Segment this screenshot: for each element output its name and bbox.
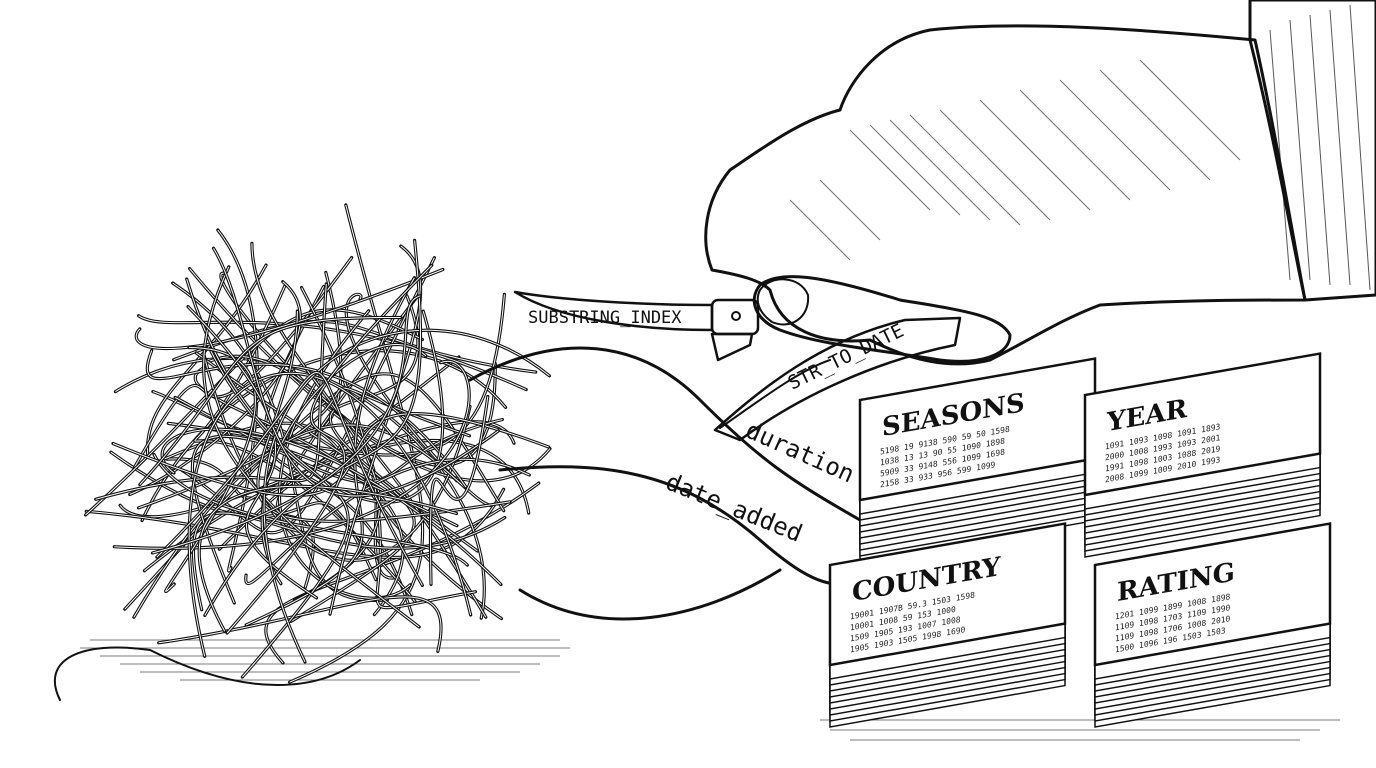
hand-icon (704, 0, 1376, 366)
string-strand-highlight (213, 247, 499, 497)
date-added-strand (53, 465, 902, 701)
strand-label-date-added: date_added (662, 468, 806, 548)
string-strand-highlight (198, 485, 457, 632)
string-strand-highlight (165, 347, 256, 592)
string-strand-highlight (261, 344, 427, 584)
string-strand-highlight (245, 458, 530, 584)
string-strand-highlight (265, 482, 540, 664)
string-strand-highlight (301, 287, 476, 609)
string-strand-highlight (194, 366, 404, 615)
string-strand-highlight (161, 428, 502, 585)
card-top (828, 522, 1067, 667)
string-strand-highlight (115, 357, 485, 619)
tweezers-icon (713, 316, 962, 442)
tangled-string-ball-icon (84, 203, 552, 684)
string-strand-highlight (168, 294, 505, 456)
string-strand-highlight (245, 277, 415, 626)
string-strand-highlight (188, 372, 472, 657)
string-strand-highlight (226, 264, 433, 634)
duration-strand (468, 346, 862, 522)
string-strand-highlight (112, 413, 549, 497)
string-strand-highlight (153, 454, 468, 566)
string-strand-highlight (135, 269, 444, 350)
string-strand-highlight (139, 316, 401, 485)
scalpel-label: SUBSTRING_INDEX (528, 308, 682, 328)
string-strand-highlight (263, 329, 550, 663)
string-strand-highlight (204, 240, 421, 616)
scalpel-icon (513, 290, 760, 362)
string-strand-highlight (114, 360, 470, 549)
card-top (1093, 522, 1332, 667)
string-strand-highlight (195, 352, 415, 622)
card-top (1083, 352, 1322, 497)
string-strand-highlight (138, 315, 527, 391)
string-strand-highlight (251, 243, 381, 601)
string-strand-highlight (156, 372, 423, 586)
string-strand-highlight (152, 295, 421, 554)
